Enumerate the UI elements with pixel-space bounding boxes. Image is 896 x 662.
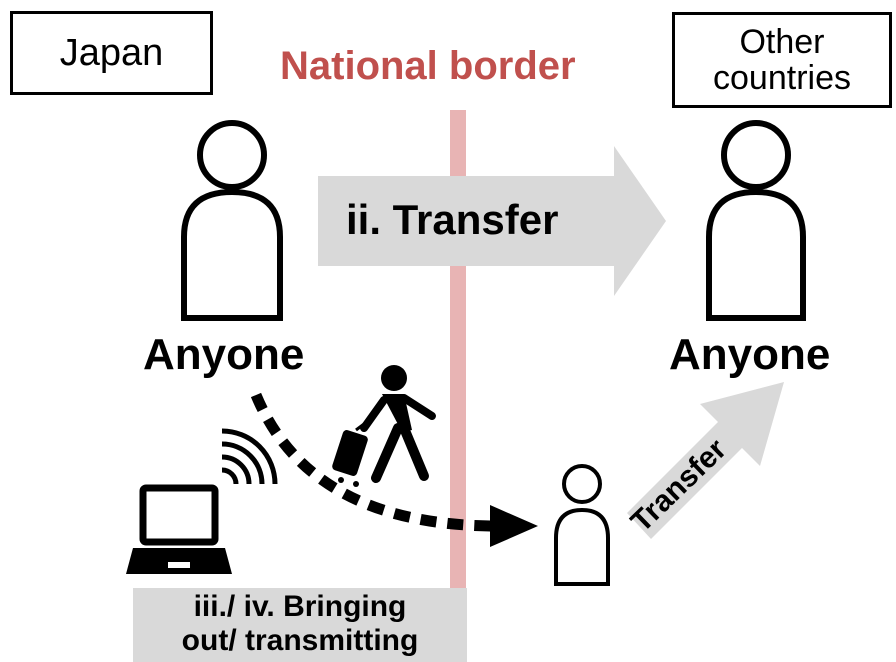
person-icon-small — [554, 464, 610, 586]
other-countries-label-line2: countries — [713, 59, 851, 97]
anyone-other-countries-label: Anyone — [669, 330, 831, 379]
bringing-out-label: iii./ iv. Bringing out/ transmitting — [133, 590, 467, 658]
bringing-out-arrowhead — [490, 505, 538, 547]
person-icon-other-countries — [706, 120, 806, 321]
national-border-label: National border — [280, 44, 576, 88]
transfer-arrow-small — [627, 382, 784, 539]
bringing-out-path — [250, 392, 496, 532]
japan-region-box: Japan — [10, 11, 213, 95]
bringing-out-label-line2: out/ transmitting — [181, 624, 419, 657]
transfer-arrow-label: ii. Transfer — [346, 196, 559, 243]
other-countries-region-box: Other countries — [672, 12, 892, 108]
other-countries-label-line1: Other — [739, 23, 825, 61]
walking-traveler-icon — [332, 365, 436, 487]
laptop-icon — [126, 484, 232, 574]
person-icon-japan — [181, 120, 283, 321]
bringing-out-label-box — [133, 588, 467, 662]
transfer-arrow — [318, 146, 666, 296]
anyone-japan-label: Anyone — [143, 330, 305, 379]
wireless-signal-icon — [221, 428, 278, 485]
japan-region-label: Japan — [59, 31, 164, 74]
bringing-out-label-line1: iii./ iv. Bringing — [193, 590, 407, 623]
